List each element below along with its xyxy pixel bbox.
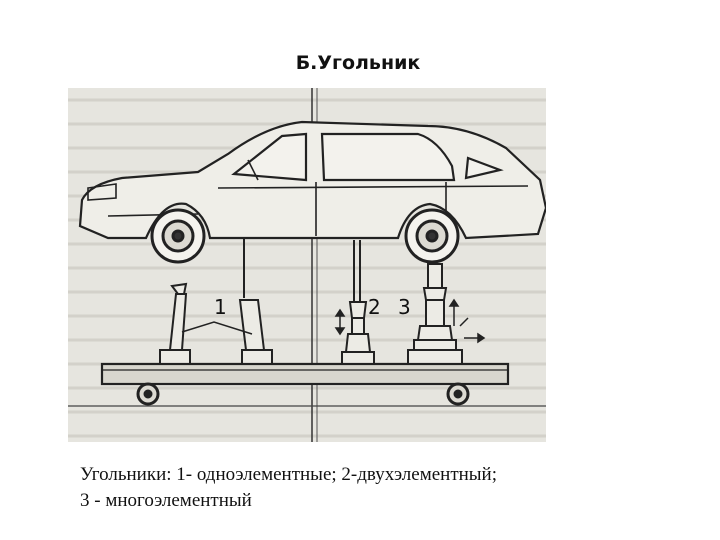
caption-line-1: Угольники: 1- одноэлементные; 2-двухэлем… xyxy=(80,464,498,485)
label-3: 3 xyxy=(398,295,411,319)
front-wheel xyxy=(150,208,206,264)
car-details xyxy=(87,159,529,236)
stand-3-arrows xyxy=(448,298,486,344)
lift-platform xyxy=(100,362,510,386)
stand-2-arrow xyxy=(334,308,346,336)
figure-caption: Угольники: 1- одноэлементные; 2-двухэлем… xyxy=(80,462,700,514)
single-element-stand-left xyxy=(159,282,191,365)
caption-line-2: 3 - многоэлементный xyxy=(80,490,252,511)
rear-wheel xyxy=(404,208,460,264)
label-1: 1 xyxy=(214,295,227,319)
label-2: 2 xyxy=(368,295,381,319)
platform-wheels xyxy=(136,382,470,406)
car-body xyxy=(78,120,546,240)
slide-title: Б.Угольник xyxy=(295,52,421,74)
car-on-stands-illustration: 1 2 xyxy=(68,88,546,442)
multi-element-stand xyxy=(407,263,463,365)
label-1-leader xyxy=(181,321,253,335)
single-element-stand-right xyxy=(238,238,273,365)
two-element-stand xyxy=(341,240,375,365)
